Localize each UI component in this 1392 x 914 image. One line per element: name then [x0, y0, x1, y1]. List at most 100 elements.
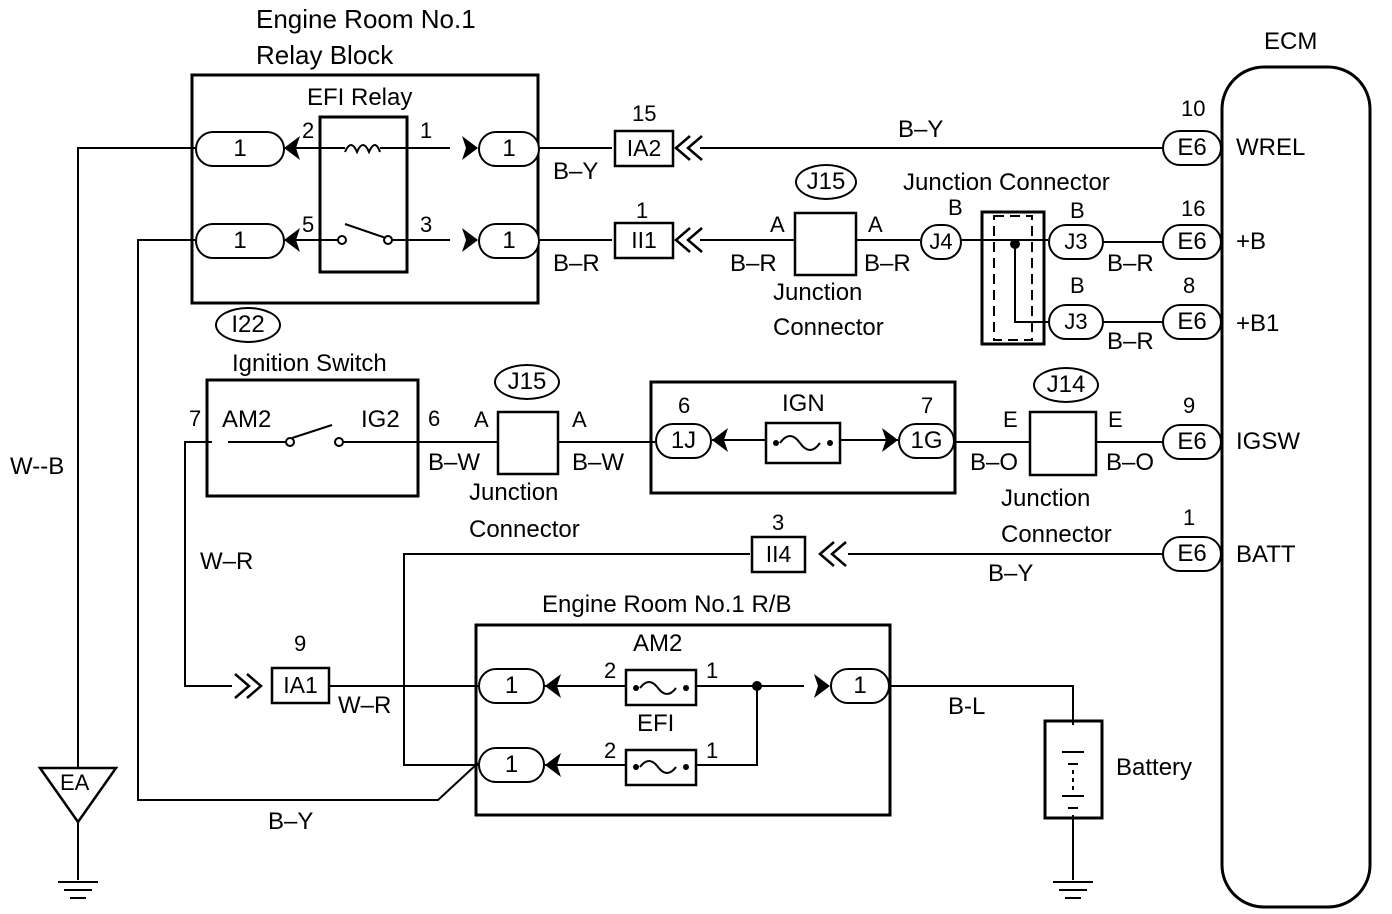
j3-letter-bottom: B	[1070, 273, 1085, 298]
wire-label-br-ii1: B–R	[730, 250, 777, 277]
ignition-switch-title: Ignition Switch	[232, 350, 387, 377]
rb-pin-left-bottom: 1	[478, 747, 545, 783]
efi-pin-1: 1	[706, 738, 719, 763]
junction-connector-inner	[993, 215, 1033, 341]
j15-top-a-left: A	[770, 212, 785, 237]
relay-num-2: 2	[302, 118, 315, 143]
wire-label-by-top: B–Y	[898, 116, 944, 143]
j4-connector: J4	[920, 224, 962, 260]
jc-label-top-1: Junction	[773, 279, 863, 306]
j15-box-top	[793, 211, 858, 277]
j15-mid-a-right: A	[572, 407, 587, 432]
wire-label-br-j3-bottom: B–R	[1107, 328, 1154, 355]
relay-block-title-2: Relay Block	[256, 40, 394, 70]
wire-label-bw-left: B–W	[428, 449, 481, 476]
wire-label-wr-left: W–R	[200, 548, 254, 575]
switch-term-ig2: IG2	[361, 406, 400, 433]
rb-title: Engine Room No.1 R/B	[542, 591, 792, 618]
switch-term-am2: AM2	[222, 406, 272, 433]
ii1-num: 1	[636, 198, 649, 223]
rb-box	[474, 623, 892, 817]
ecm-label-igsw: IGSW	[1236, 428, 1300, 455]
relay-switch-contact	[337, 235, 347, 245]
ecm-label-wrel: WREL	[1236, 134, 1306, 161]
ign-fuse-label: IGN	[782, 390, 825, 417]
splice-dot	[752, 681, 762, 691]
ign-fuse-icon	[764, 421, 842, 465]
battery-label: Battery	[1116, 754, 1193, 781]
j15-label-top: J15	[795, 164, 857, 200]
ecm-e6-batt: E6	[1162, 536, 1222, 572]
ecm-e6-b1: E6	[1162, 304, 1222, 340]
i22-label: I22	[215, 307, 281, 343]
ign-fuse-box	[649, 380, 957, 495]
wire-label-br-relay: B–R	[553, 250, 600, 277]
ia2-connector: IA2	[626, 135, 662, 161]
ia1-connector: IA1	[283, 672, 318, 698]
rb-pin-left-top: 1	[478, 668, 545, 704]
ecm-pin-num-b1: 8	[1183, 273, 1196, 298]
relay-pin-left-top: 1	[195, 131, 285, 167]
switch-pin-6: 6	[428, 406, 441, 431]
ecm-label-batt: BATT	[1236, 541, 1296, 568]
wire-label-bo-right: B–O	[1106, 449, 1155, 476]
splice-dot	[1010, 239, 1020, 249]
wire-label-wb: W--B	[10, 453, 65, 480]
junction-connector-box	[980, 210, 1046, 346]
wire-b-l	[890, 685, 1074, 725]
relay-num-1: 1	[420, 118, 433, 143]
relay-block-box	[190, 73, 540, 305]
ignition-contact	[285, 437, 295, 447]
ia1-box	[270, 666, 331, 705]
efi-pin-2: 2	[604, 738, 617, 763]
ecm-pin-num-batt: 1	[1183, 505, 1196, 530]
ignition-switch-box	[205, 378, 420, 498]
rb-pin-right: 1	[830, 668, 890, 704]
relay-coil-icon	[344, 144, 381, 155]
ecm-label-b: +B	[1236, 228, 1267, 255]
wire-label-by-bottom: B–Y	[268, 808, 314, 835]
ecm-e6-igsw: E6	[1162, 424, 1222, 460]
relay-pin-left-bottom: 1	[195, 223, 285, 259]
j14-e-left: E	[1003, 407, 1018, 432]
ii4-box	[750, 535, 807, 574]
efi-relay-title: EFI Relay	[307, 84, 413, 111]
wire-label-by-relay: B–Y	[553, 158, 599, 185]
battery-icon	[1062, 751, 1084, 809]
wire-label-wr-ia1: W–R	[338, 692, 392, 719]
jc-label-right-2: Connector	[1001, 521, 1112, 548]
ii1-connector: II1	[631, 227, 657, 253]
relay-block-title-1: Engine Room No.1	[256, 4, 476, 34]
j4-letter: B	[948, 195, 963, 220]
j15-label-mid: J15	[494, 364, 560, 400]
ign-pin-7: 7	[921, 393, 934, 418]
ia1-num: 9	[294, 631, 307, 656]
relay-num-3: 3	[420, 212, 433, 237]
efi-fuse-label: EFI	[637, 710, 675, 737]
ground-ea-triangle	[37, 766, 119, 825]
jc-label-mid-1: Junction	[469, 479, 559, 506]
jc-label-right-1: Junction	[1001, 485, 1091, 512]
wire-label-bo-left: B–O	[970, 449, 1019, 476]
ground-ea-label: EA	[60, 770, 90, 795]
ia2-box	[613, 129, 675, 168]
j3-letter-top: B	[1070, 198, 1085, 223]
j3-connector-bottom: J3	[1048, 304, 1104, 340]
ecm-pin-num-igsw: 9	[1183, 393, 1196, 418]
wire-label-br-j15: B–R	[864, 250, 911, 277]
jc-label-mid-2: Connector	[469, 516, 580, 543]
wire-w-r	[184, 441, 232, 687]
double-chevron-icons	[234, 135, 847, 699]
ign-pin-1j: 1J	[655, 423, 712, 459]
wire-efi	[545, 686, 758, 766]
ign-pin-1g: 1G	[898, 423, 955, 459]
wire-b-y-lower	[137, 239, 479, 801]
ecm-label-b1: +B1	[1236, 310, 1280, 337]
wire-label-br-j3-top: B–R	[1107, 250, 1154, 277]
ground-icon	[58, 881, 98, 899]
am2-fuse-icon	[624, 668, 698, 707]
ecm-title: ECM	[1264, 28, 1318, 55]
wire-label-bw-right: B–W	[572, 449, 625, 476]
ignition-contact	[334, 437, 344, 447]
